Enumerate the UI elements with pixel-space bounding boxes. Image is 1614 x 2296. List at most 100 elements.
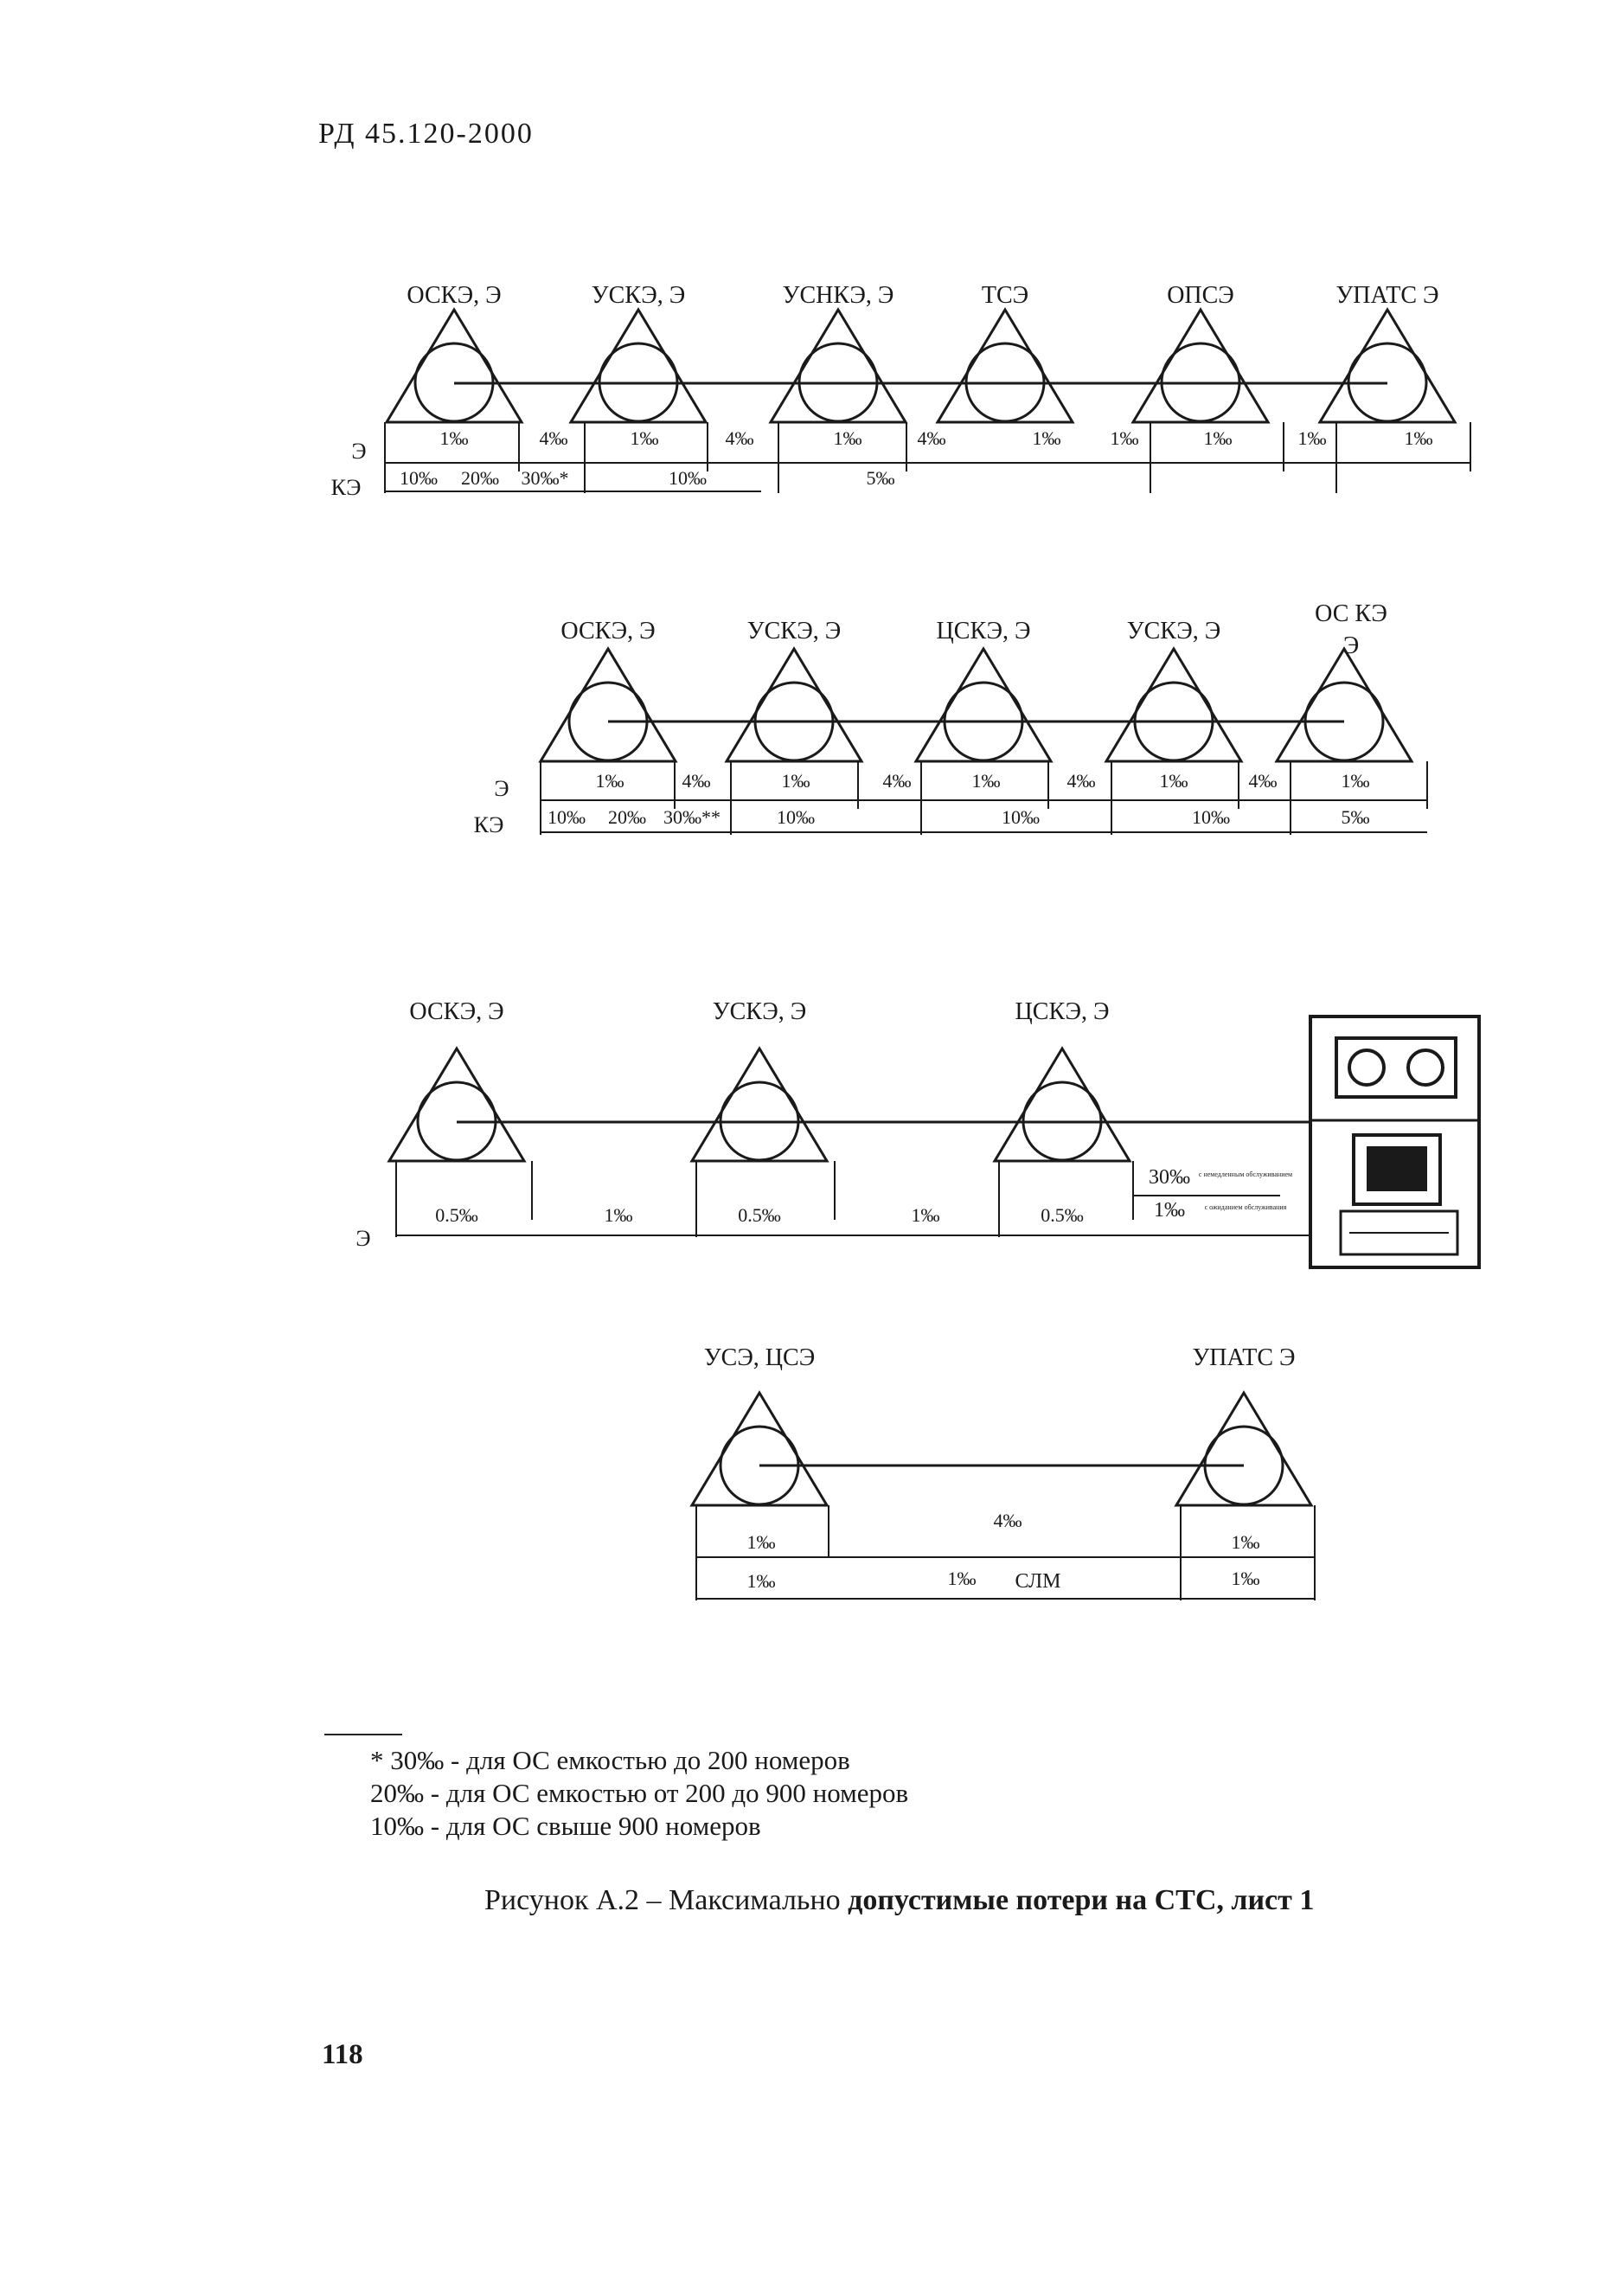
footnotes: * 30‰ - для ОС емкостью до 200 номеров 2… <box>370 1744 908 1843</box>
row3-label-e: Э <box>355 1226 370 1251</box>
terminal-cabinet-icon <box>1309 1015 1481 1269</box>
row2-station-1-circle-icon <box>567 681 649 762</box>
row2-e-value-7: 1‰ <box>1160 770 1188 792</box>
caption-prefix: Рисунок А.2 – Максимально <box>484 1884 849 1916</box>
row1-e-value-10: 1‰ <box>1298 427 1327 449</box>
row2-station-4-triangle-icon <box>1104 646 1244 763</box>
row4-bottom-value-3: СЛМ <box>1015 1570 1060 1593</box>
row2-e-value-9: 1‰ <box>1342 770 1370 792</box>
row2-station-3-triangle-icon <box>913 646 1054 763</box>
row1-e-value-6: 4‰ <box>918 427 946 449</box>
footnote-3: 10‰ - для ОС свыше 900 номеров <box>370 1811 761 1841</box>
row3-e-value-3: 0.5‰ <box>738 1204 781 1226</box>
row2-e-value-2: 4‰ <box>682 770 711 792</box>
row2-node-label-5b: Э <box>1343 632 1359 659</box>
row1-label-ke: КЭ <box>331 475 362 500</box>
row3-station-2-circle-icon <box>719 1081 800 1162</box>
computer-monitor-icon <box>1352 1133 1442 1206</box>
page-header: РД 45.120-2000 <box>318 118 534 150</box>
page-number: 118 <box>322 2039 363 2070</box>
tape-reel-right-icon <box>1406 1049 1444 1087</box>
row2-station-4-circle-icon <box>1133 681 1214 762</box>
row4-station-2-circle-icon <box>1203 1425 1284 1506</box>
row4-station-1-circle-icon <box>719 1425 800 1506</box>
row3-e-value-2: 1‰ <box>605 1204 633 1226</box>
row2-node-label-4: УСКЭ, Э <box>1127 618 1221 645</box>
row1-station-2-circle-icon <box>598 342 679 423</box>
row2-label-e: Э <box>494 776 509 801</box>
row2-e-value-6: 4‰ <box>1067 770 1096 792</box>
row4-bottom-value-4: 1‰ <box>1232 1568 1260 1589</box>
row4-bottom-value-2: 1‰ <box>948 1568 977 1589</box>
row1-e-value-11: 1‰ <box>1405 427 1433 449</box>
row2-station-5-circle-icon <box>1303 681 1385 762</box>
row2-node-label-5: ОС КЭ <box>1315 600 1387 627</box>
row1-label-e: Э <box>351 439 366 464</box>
row2-station-2-triangle-icon <box>724 646 864 763</box>
row1-station-6-circle-icon <box>1347 342 1428 423</box>
row2-e-value-3: 1‰ <box>782 770 810 792</box>
row1-e-value-5: 1‰ <box>834 427 862 449</box>
row2-ke-value-7: 5‰ <box>1342 806 1370 828</box>
row1-station-3-circle-icon <box>797 342 879 423</box>
row3-e-value-5: 0.5‰ <box>1041 1204 1084 1226</box>
row1-station-2-triangle-icon <box>568 307 708 424</box>
row2-ke-value-2: 20‰ <box>608 806 646 828</box>
row1-station-4-circle-icon <box>964 342 1046 423</box>
row4-top-value-2: 1‰ <box>747 1531 776 1553</box>
figure-caption: Рисунок А.2 – Максимально допустимые пот… <box>484 1884 1314 1917</box>
row3-node-label-2: УСКЭ, Э <box>713 998 807 1025</box>
row2-station-5-triangle-icon <box>1274 646 1414 763</box>
tape-reel-left-icon <box>1348 1049 1386 1087</box>
row1-station-1-triangle-icon <box>384 307 524 424</box>
footnote-rule <box>324 1734 402 1735</box>
row1-node-label-4: ТСЭ <box>982 282 1028 309</box>
row1-node-label-3: УСНКЭ, Э <box>783 282 894 309</box>
row1-station-5-circle-icon <box>1160 342 1241 423</box>
row3-node-label-1: ОСКЭ, Э <box>409 998 503 1025</box>
row2-label-ke: КЭ <box>474 812 504 837</box>
row1-ke-value-2: 20‰ <box>461 467 499 489</box>
row1-station-4-triangle-icon <box>935 307 1075 424</box>
row2-ke-value-6: 10‰ <box>1192 806 1230 828</box>
row3-e-value-4: 1‰ <box>912 1204 940 1226</box>
row2-node-label-2: УСКЭ, Э <box>747 618 842 645</box>
row1-station-6-triangle-icon <box>1317 307 1457 424</box>
row1-node-label-1: ОСКЭ, Э <box>407 282 501 309</box>
row1-e-value-3: 1‰ <box>631 427 659 449</box>
row4-station-1-triangle-icon <box>689 1390 829 1507</box>
row2-ke-value-4: 10‰ <box>777 806 815 828</box>
row1-e-value-7: 1‰ <box>1033 427 1061 449</box>
row3-e-value-1: 0.5‰ <box>435 1204 478 1226</box>
row3-terminal-value-1: 30‰ <box>1149 1166 1190 1189</box>
row1-node-label-5: ОПСЭ <box>1167 282 1234 309</box>
row1-ke-value-3: 30‰* <box>522 467 569 489</box>
monitor-screen-icon <box>1367 1146 1427 1191</box>
row1-e-value-8: 1‰ <box>1111 427 1139 449</box>
row1-e-value-1: 1‰ <box>440 427 469 449</box>
row3-station-3-triangle-icon <box>992 1046 1132 1163</box>
caption-bold: допустимые потери на СТС, лист 1 <box>848 1884 1315 1916</box>
row3-station-1-circle-icon <box>416 1081 497 1162</box>
footnote-1: * 30‰ - для ОС емкостью до 200 номеров <box>370 1745 850 1775</box>
system-unit-icon <box>1339 1209 1459 1256</box>
row2-ke-value-1: 10‰ <box>548 806 586 828</box>
row2-station-2-circle-icon <box>753 681 835 762</box>
row1-e-value-2: 4‰ <box>540 427 568 449</box>
row1-node-label-6: УПАТС Э <box>1335 282 1438 309</box>
row1-station-3-triangle-icon <box>768 307 908 424</box>
row4-bottom-value-1: 1‰ <box>747 1570 776 1592</box>
row1-station-1-circle-icon <box>413 342 495 423</box>
row3-terminal-value-2: 1‰ <box>1154 1199 1185 1222</box>
row3-station-3-circle-icon <box>1022 1081 1103 1162</box>
row3-station-2-triangle-icon <box>689 1046 829 1163</box>
row2-ke-value-3: 30‰** <box>663 806 721 828</box>
row3-terminal-note-1: с немедленным обслуживанием <box>1199 1170 1292 1178</box>
row2-e-value-8: 4‰ <box>1249 770 1278 792</box>
row2-e-value-4: 4‰ <box>883 770 912 792</box>
row2-station-1-triangle-icon <box>538 646 678 763</box>
loss-diagram: ОСКЭ, Э УСКЭ, Э УСНКЭ, Э ТСЭ ОПСЭ УПАТС Э Э КЭ 1… <box>331 282 1481 1600</box>
row1-station-5-triangle-icon <box>1130 307 1271 424</box>
row2-e-value-1: 1‰ <box>596 770 624 792</box>
row4-station-2-triangle-icon <box>1174 1390 1314 1507</box>
